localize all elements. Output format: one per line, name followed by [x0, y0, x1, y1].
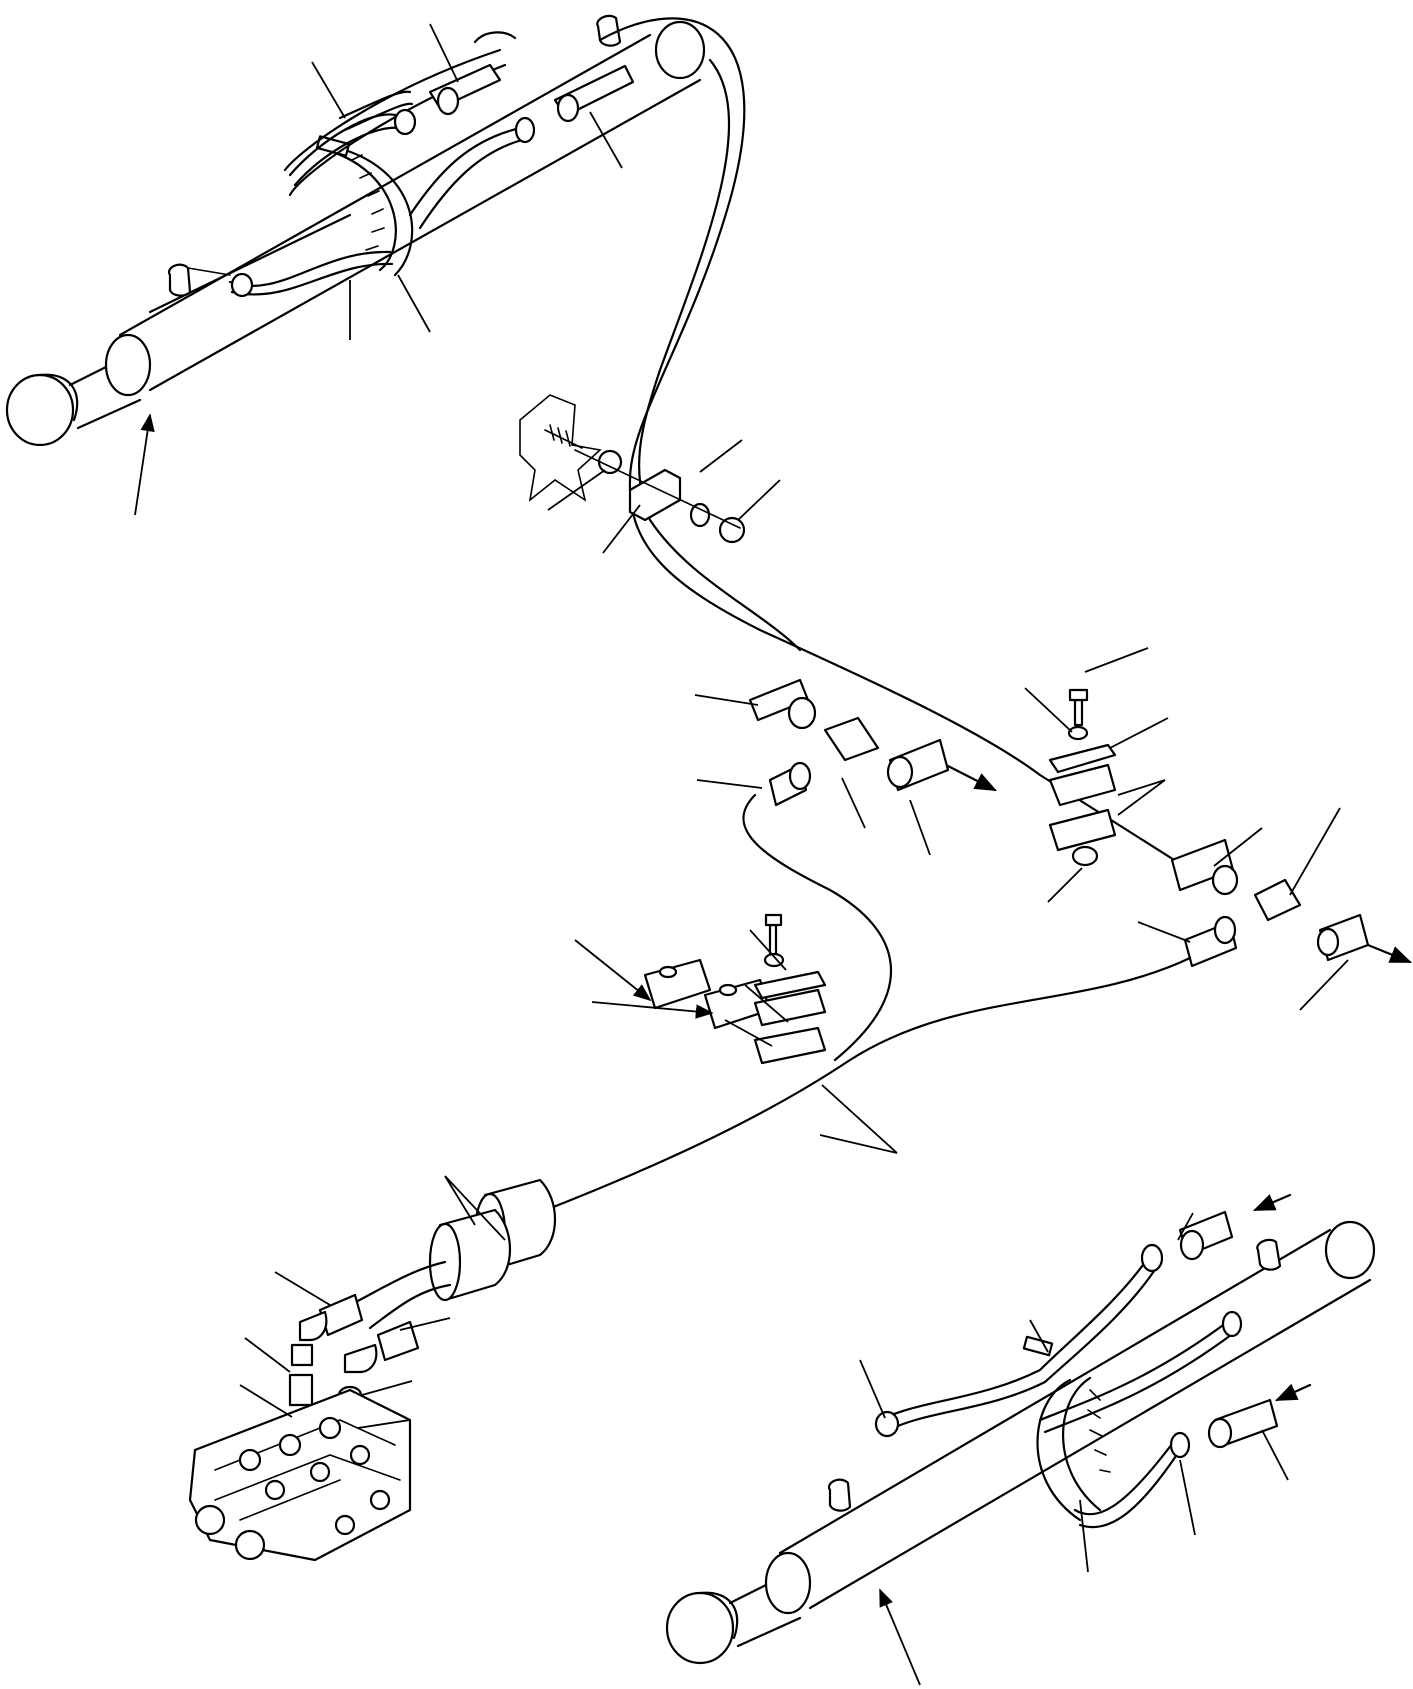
- upper-left-hydraulic-cylinder: [5, 14, 706, 447]
- upper-left-pipes: [228, 31, 635, 298]
- wall-clamp-assembly: [519, 394, 746, 544]
- lower-right-hydraulic-cylinder: [665, 1220, 1376, 1665]
- callout-leaders: [134, 23, 1349, 1686]
- protective-sleeves: [348, 1178, 557, 1330]
- lower-right-clamp-ring: [1022, 1335, 1111, 1522]
- main-hose-pair: [598, 17, 1192, 872]
- lower-right-pipes: [874, 1193, 1312, 1529]
- center-clamp-blocks: [643, 913, 827, 1065]
- center-tee-assembly: [742, 678, 997, 1062]
- control-valve-block: [188, 1388, 412, 1562]
- right-clamp-stack: [1048, 688, 1117, 867]
- right-tee-assembly: [518, 838, 1413, 1222]
